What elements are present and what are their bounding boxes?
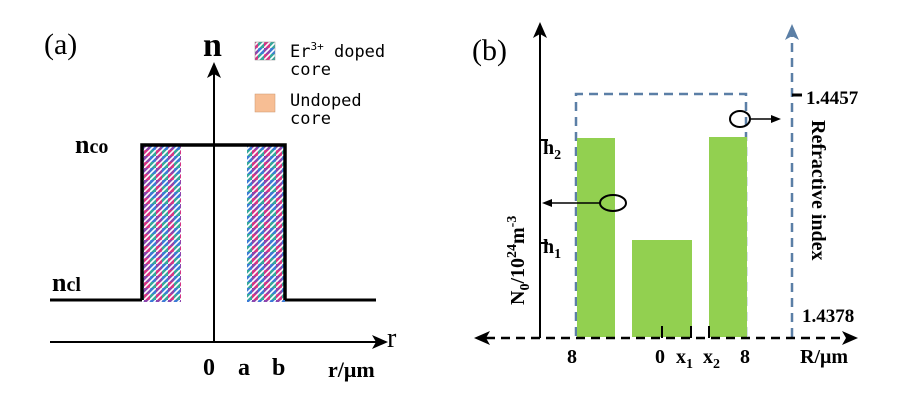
panel-a-tick-0: 0 xyxy=(203,355,215,381)
panel-b-label: (b) xyxy=(472,34,507,67)
tick-label-0: 0 xyxy=(655,346,665,368)
tick-label-h1: h1 xyxy=(543,236,561,262)
panel-b-x-axis-label: R/μm xyxy=(800,346,848,368)
tick-label-x1: x1 xyxy=(676,346,693,372)
bar-right xyxy=(709,137,747,337)
legend: Er3+ doped core Undoped core xyxy=(254,40,385,129)
panel-a-x-axis-label: r xyxy=(387,323,397,354)
legend-swatch-undoped xyxy=(254,93,276,113)
panel-a: (a) n r nco ncl 0 a b r/μm xyxy=(44,27,397,382)
panel-b-x-axis-arrow-left xyxy=(474,331,490,345)
legend-swatch-doped xyxy=(254,41,276,61)
panel-a-y-axis-label: n xyxy=(203,27,222,64)
panel-b-left-y-axis-arrow xyxy=(533,22,547,38)
panel-b-left-y-label: N0/1024m-3 xyxy=(505,216,533,305)
legend-doped-line1: Er3+ doped xyxy=(290,40,385,62)
doped-core-right xyxy=(247,146,285,302)
panel-a-x-axis-arrow xyxy=(372,335,388,349)
panel-a-tick-a: a xyxy=(238,355,250,381)
panel-b-x-axis-arrow-right xyxy=(842,331,858,345)
legend-undoped-line2: core xyxy=(290,109,331,129)
panel-b-right-y-label: Refractive index xyxy=(807,120,829,261)
callout-arrow-right-head xyxy=(771,115,781,123)
panel-b-right-y-axis-arrow xyxy=(785,24,799,40)
tick-label-ri-top: 1.4457 xyxy=(806,88,859,109)
n-cl-label: ncl xyxy=(52,268,81,297)
panel-a-tick-b: b xyxy=(272,355,285,381)
legend-undoped-line1: Undoped xyxy=(290,91,362,111)
tick-label-right-8: 8 xyxy=(740,346,750,368)
callout-arrow-left-head xyxy=(542,199,552,207)
tick-label-h2: h2 xyxy=(543,137,561,163)
panel-a-unit-label: r/μm xyxy=(328,357,375,382)
legend-doped-line2: core xyxy=(290,60,331,80)
index-profile xyxy=(140,143,287,300)
bar-center xyxy=(632,240,692,337)
tick-label-ri-bottom: 1.4378 xyxy=(802,306,854,327)
doped-core-left xyxy=(143,146,181,302)
n-co-label: nco xyxy=(75,130,108,159)
tick-label-x2: x2 xyxy=(703,346,720,372)
bar-left xyxy=(577,138,615,337)
panel-a-y-axis-arrow xyxy=(207,62,221,78)
tick-label-left-8: 8 xyxy=(567,346,577,368)
panel-b: (b) h2 h1 N0/1024m-3 1.4457 1.4378 Refra… xyxy=(472,22,859,372)
panel-a-label: (a) xyxy=(44,28,77,61)
